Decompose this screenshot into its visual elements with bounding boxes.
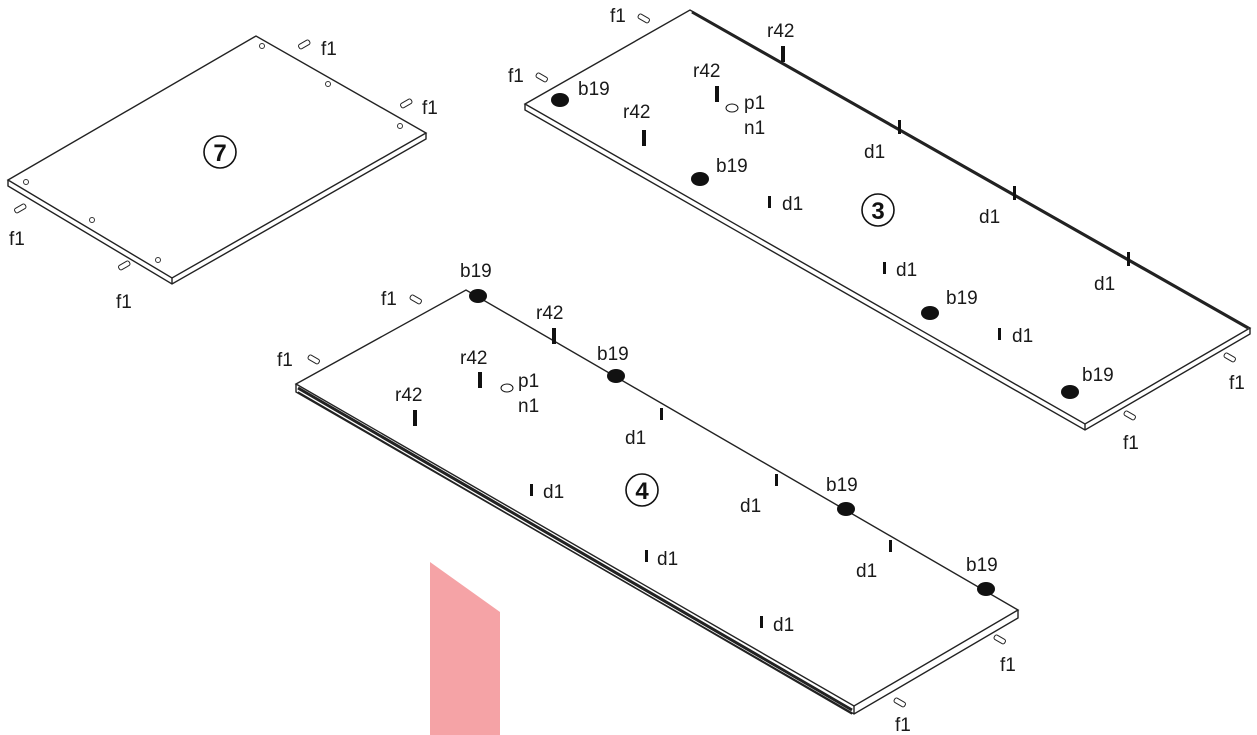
panel-3-number: 3 (871, 198, 884, 225)
label-f1: f1 (422, 98, 438, 119)
label-d1: d1 (979, 207, 1000, 228)
label-b19: b19 (966, 555, 998, 576)
label-d1: d1 (625, 428, 646, 449)
label-d1: d1 (740, 496, 761, 517)
label-b19: b19 (578, 79, 610, 100)
label-b19: b19 (460, 261, 492, 282)
label-r42: r42 (536, 303, 563, 324)
label-d1: d1 (864, 142, 885, 163)
label-d1: d1 (896, 260, 917, 281)
label-r42: r42 (767, 21, 794, 42)
label-f1: f1 (1123, 433, 1139, 454)
label-b19: b19 (826, 475, 858, 496)
panel-4-badge (625, 473, 659, 507)
panel-7-badge (203, 135, 237, 169)
label-d1: d1 (657, 549, 678, 570)
label-f1: f1 (1229, 373, 1245, 394)
label-r42: r42 (693, 61, 720, 82)
label-d1: d1 (1012, 326, 1033, 347)
label-n1: n1 (518, 396, 539, 417)
panel-4: 4 b19 f1 f1 r42 r42 r42 p1 n1 b19 d1 d1 … (277, 261, 1020, 735)
label-d1: d1 (543, 482, 564, 503)
panel-4-number: 4 (635, 478, 649, 505)
label-f1: f1 (321, 39, 337, 60)
label-f1: f1 (610, 6, 626, 27)
label-f1: f1 (116, 292, 132, 313)
label-d1: d1 (782, 194, 803, 215)
panel-7: 7 f1 f1 f1 f1 (6, 35, 438, 313)
label-r42: r42 (395, 385, 422, 406)
label-f1: f1 (277, 350, 293, 371)
label-r42: r42 (623, 102, 650, 123)
label-p1: p1 (744, 93, 765, 114)
label-r42: r42 (460, 348, 487, 369)
label-f1: f1 (381, 289, 397, 310)
label-d1: d1 (856, 561, 877, 582)
accent-shape (430, 562, 500, 735)
panel-3: 3 f1 f1 r42 r42 r42 b19 b19 b19 b19 p1 n… (508, 6, 1252, 454)
label-f1: f1 (9, 229, 25, 250)
panel-3-badge (861, 193, 895, 227)
label-b19: b19 (1082, 365, 1114, 386)
label-f1: f1 (1000, 655, 1016, 676)
label-b19: b19 (716, 156, 748, 177)
panel-7-number: 7 (213, 140, 226, 167)
label-b19: b19 (946, 288, 978, 309)
label-n1: n1 (744, 118, 765, 139)
label-p1: p1 (518, 371, 539, 392)
label-d1: d1 (773, 615, 794, 636)
label-b19: b19 (597, 344, 629, 365)
label-d1: d1 (1094, 274, 1115, 295)
label-f1: f1 (508, 66, 524, 87)
label-f1: f1 (895, 715, 911, 735)
